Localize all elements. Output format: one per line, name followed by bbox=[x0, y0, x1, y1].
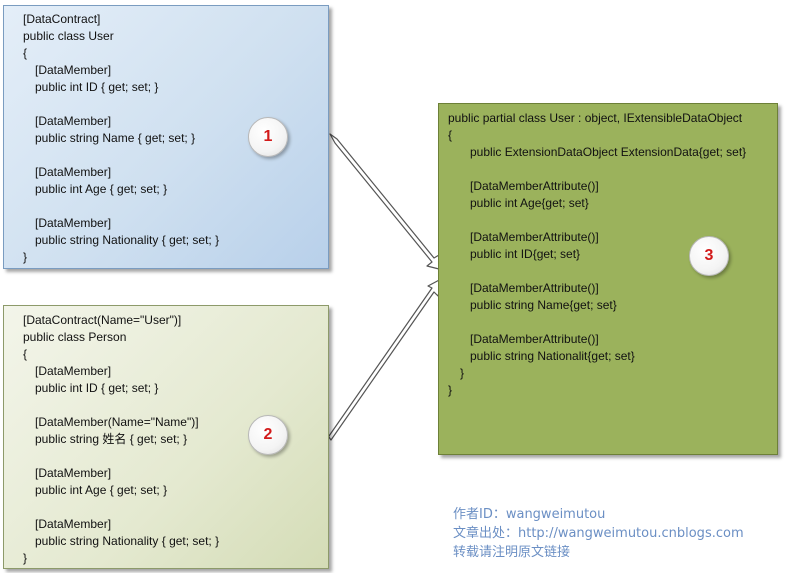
code-line: public string Nationality { get; set; } bbox=[35, 233, 220, 247]
code-line: } bbox=[448, 383, 453, 397]
person-datacontract-box: [DataContract(Name="User")] public class… bbox=[3, 305, 329, 569]
code-line: public int Age{get; set} bbox=[470, 196, 589, 210]
code-line: public int ID { get; set; } bbox=[35, 381, 159, 395]
generated-proxy-class-box: public partial class User : object, IExt… bbox=[438, 103, 778, 455]
code-line: [DataMemberAttribute()] bbox=[470, 281, 599, 295]
code-line: [DataMember] bbox=[35, 517, 112, 531]
badge-2: 2 bbox=[248, 415, 288, 455]
arrow-from-box-2 bbox=[325, 277, 444, 441]
code-line bbox=[23, 96, 219, 113]
code-line: } bbox=[23, 551, 28, 565]
code-line: public ExtensionDataObject ExtensionData… bbox=[470, 145, 747, 159]
code-line: public partial class User : object, IExt… bbox=[448, 111, 743, 125]
code-line: [DataContract] bbox=[23, 12, 101, 26]
source-line: 文章出处：http://wangweimutou.cnblogs.com bbox=[453, 526, 744, 541]
badge-3: 3 bbox=[689, 236, 729, 276]
code-block-user: [DataContract] public class User { [Data… bbox=[23, 11, 219, 266]
code-block-person: [DataContract(Name="User")] public class… bbox=[23, 312, 219, 567]
code-line bbox=[23, 198, 219, 215]
author-credit: 作者ID：wangweimutou 文章出处：http://wangweimut… bbox=[453, 505, 744, 562]
badge-1: 1 bbox=[248, 117, 288, 157]
code-line: [DataContract(Name="User")] bbox=[23, 313, 182, 327]
author-line: 作者ID：wangweimutou bbox=[453, 507, 606, 522]
code-line: { bbox=[23, 46, 28, 60]
code-line: public string 姓名 { get; set; } bbox=[35, 432, 188, 446]
code-line: public int ID { get; set; } bbox=[35, 80, 159, 94]
code-line: { bbox=[23, 347, 28, 361]
code-line: [DataMember] bbox=[35, 364, 112, 378]
code-line: [DataMember] bbox=[35, 466, 112, 480]
code-line bbox=[448, 161, 746, 178]
code-line: [DataMember] bbox=[35, 114, 112, 128]
code-line: public string Nationality { get; set; } bbox=[35, 534, 220, 548]
code-line: } bbox=[23, 250, 28, 264]
code-line bbox=[448, 212, 746, 229]
code-line: public string Name{get; set} bbox=[470, 298, 617, 312]
code-line: [DataMember(Name="Name")] bbox=[35, 415, 199, 429]
notice-line: 转载请注明原文链接 bbox=[453, 545, 571, 560]
code-line: [DataMemberAttribute()] bbox=[470, 179, 599, 193]
code-line: [DataMember] bbox=[35, 165, 112, 179]
code-line: { bbox=[448, 128, 453, 142]
code-line: [DataMember] bbox=[35, 63, 112, 77]
code-line: public string Nationalit{get; set} bbox=[470, 349, 635, 363]
code-line: public class Person bbox=[23, 330, 127, 344]
code-line bbox=[23, 147, 219, 164]
code-line: public int Age { get; set; } bbox=[35, 483, 168, 497]
code-line: public class User bbox=[23, 29, 114, 43]
code-line: public int ID{get; set} bbox=[470, 247, 581, 261]
arrow-from-box-1 bbox=[329, 133, 444, 271]
code-line: [DataMemberAttribute()] bbox=[470, 230, 599, 244]
code-line bbox=[448, 314, 746, 331]
code-line bbox=[23, 448, 219, 465]
code-line: public int Age { get; set; } bbox=[35, 182, 168, 196]
code-block-proxy: public partial class User : object, IExt… bbox=[448, 110, 746, 399]
code-line bbox=[23, 397, 219, 414]
code-line: public string Name { get; set; } bbox=[35, 131, 196, 145]
code-line: [DataMemberAttribute()] bbox=[470, 332, 599, 346]
code-line: [DataMember] bbox=[35, 216, 112, 230]
code-line bbox=[23, 499, 219, 516]
code-line: } bbox=[460, 366, 465, 380]
